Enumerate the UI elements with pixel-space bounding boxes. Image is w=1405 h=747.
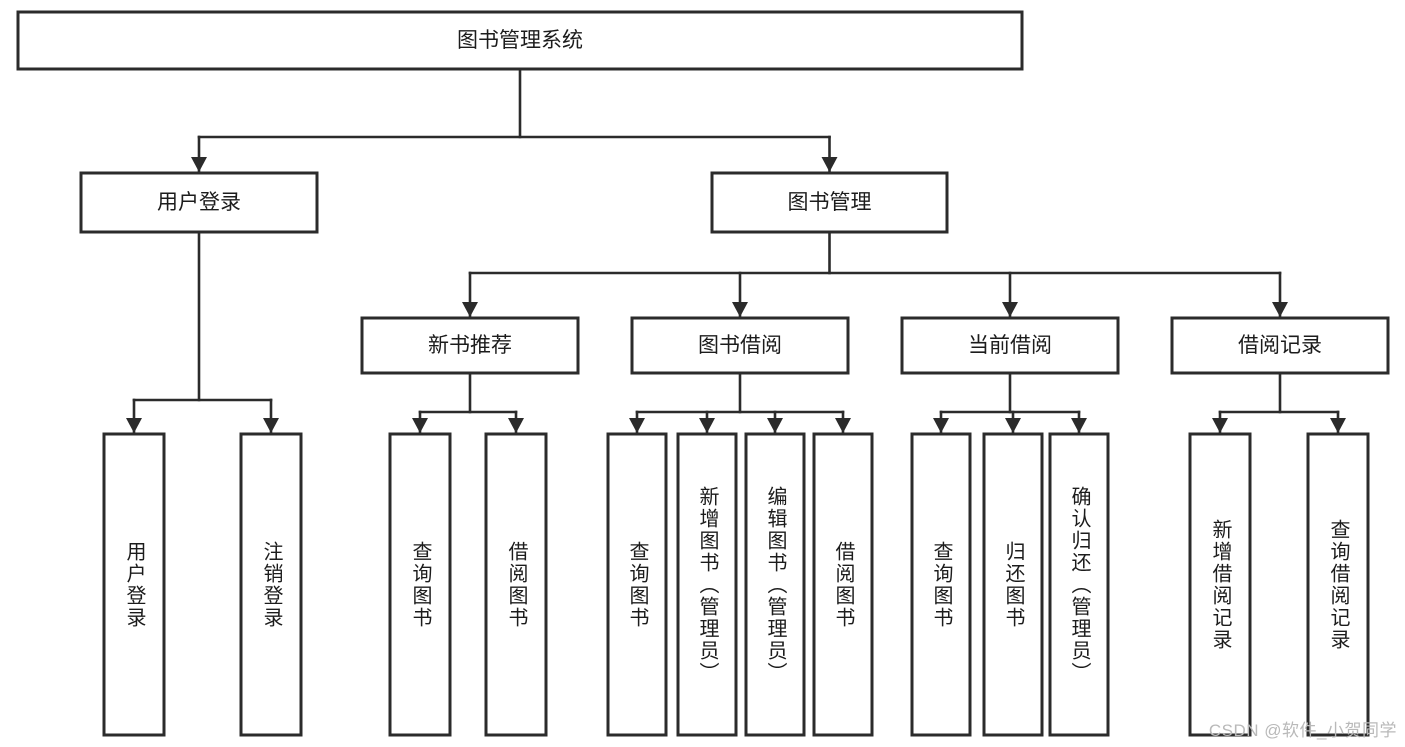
- node-box-leaf-add-record: [1188, 432, 1252, 737]
- node-label-current-borrow: 当前借阅: [968, 334, 1052, 357]
- node-leaf-borrow-book-1[interactable]: 借阅图书: [484, 432, 548, 737]
- node-box-leaf-add-book: [676, 432, 738, 737]
- node-label-book-borrow: 图书借阅: [698, 334, 782, 357]
- node-label-borrow-record: 借阅记录: [1238, 334, 1322, 357]
- arrow-head-icon: [767, 418, 783, 433]
- node-label-book-manage: 图书管理: [788, 191, 872, 214]
- node-box-book-manage: [710, 171, 949, 234]
- node-box-leaf-borrow-book-2: [812, 432, 874, 737]
- node-label-leaf-borrow-book-1: 借阅图书: [505, 540, 527, 629]
- node-boxes-group: 图书管理系统用户登录图书管理新书推荐图书借阅当前借阅借阅记录用户登录注销登录查询…: [16, 10, 1390, 737]
- arrow-head-icon: [263, 418, 279, 433]
- node-box-leaf-query-book-2: [606, 432, 668, 737]
- node-box-current-borrow: [900, 316, 1120, 375]
- node-label-leaf-query-record: 查询借阅记录: [1327, 518, 1349, 651]
- node-label-wrap-leaf-edit-book: 编辑图书（管理员）: [764, 485, 786, 684]
- node-label-wrap-leaf-query-book-2: 查询图书: [626, 540, 648, 629]
- node-leaf-return-book[interactable]: 归还图书: [982, 432, 1044, 737]
- node-label-leaf-confirm-return: 确认归还（管理员）: [1068, 485, 1090, 684]
- arrow-head-icon: [821, 157, 838, 172]
- node-leaf-add-book[interactable]: 新增图书（管理员）: [676, 432, 738, 737]
- node-current-borrow[interactable]: 当前借阅: [900, 316, 1120, 375]
- node-label-leaf-query-book-1: 查询图书: [409, 540, 431, 629]
- node-box-leaf-query-record: [1306, 432, 1370, 737]
- node-box-leaf-query-book-1: [388, 432, 452, 737]
- node-label-leaf-query-book-3: 查询图书: [930, 540, 952, 629]
- arrow-head-icon: [508, 418, 524, 433]
- node-leaf-query-book-2[interactable]: 查询图书: [606, 432, 668, 737]
- node-label-leaf-user-login: 用户登录: [123, 540, 145, 629]
- node-leaf-query-book-3[interactable]: 查询图书: [910, 432, 972, 737]
- node-box-leaf-borrow-book-1: [484, 432, 548, 737]
- node-box-leaf-edit-book: [744, 432, 806, 737]
- node-label-leaf-add-record: 新增借阅记录: [1209, 518, 1231, 651]
- node-label-leaf-return-book: 归还图书: [1002, 540, 1024, 629]
- node-label-wrap-leaf-add-book: 新增图书（管理员）: [696, 485, 718, 684]
- connector-lines-group: [126, 67, 1346, 434]
- node-leaf-query-book-1[interactable]: 查询图书: [388, 432, 452, 737]
- node-box-leaf-return-book: [982, 432, 1044, 737]
- node-leaf-user-login[interactable]: 用户登录: [102, 432, 166, 737]
- node-label-undefined: 图书管理系统: [457, 29, 583, 52]
- node-label-wrap-leaf-return-book: 归还图书: [1002, 540, 1024, 629]
- node-box-borrow-record: [1170, 316, 1390, 375]
- node-label-wrap-leaf-add-record: 新增借阅记录: [1209, 518, 1231, 651]
- arrow-head-icon: [699, 418, 715, 433]
- arrow-head-icon: [732, 302, 748, 317]
- node-label-wrap-leaf-borrow-book-1: 借阅图书: [505, 540, 527, 629]
- arrow-head-icon: [412, 418, 428, 433]
- node-label-leaf-user-logout: 注销登录: [260, 540, 282, 629]
- arrow-head-icon: [126, 418, 142, 433]
- node-leaf-borrow-book-2[interactable]: 借阅图书: [812, 432, 874, 737]
- node-label-wrap-leaf-query-book-3: 查询图书: [930, 540, 952, 629]
- node-label-wrap-leaf-confirm-return: 确认归还（管理员）: [1068, 485, 1090, 684]
- arrow-head-icon: [1002, 302, 1018, 317]
- node-box-book-borrow: [630, 316, 850, 375]
- node-label-leaf-borrow-book-2: 借阅图书: [832, 540, 854, 629]
- arrow-head-icon: [1071, 418, 1087, 433]
- node-label-new-book-rec: 新书推荐: [428, 334, 512, 357]
- node-borrow-record[interactable]: 借阅记录: [1170, 316, 1390, 375]
- node-box-leaf-query-book-3: [910, 432, 972, 737]
- node-box-undefined: [16, 10, 1024, 71]
- node-leaf-user-logout[interactable]: 注销登录: [239, 432, 303, 737]
- node-box-leaf-user-logout: [239, 432, 303, 737]
- node-label-user-login: 用户登录: [157, 191, 241, 214]
- arrow-head-icon: [191, 157, 207, 172]
- node-new-book-rec[interactable]: 新书推荐: [360, 316, 580, 375]
- node-book-manage[interactable]: 图书管理: [710, 171, 949, 234]
- node-leaf-confirm-return[interactable]: 确认归还（管理员）: [1048, 432, 1110, 737]
- arrow-head-icon: [933, 418, 949, 433]
- arrow-head-icon: [629, 418, 645, 433]
- node-label-wrap-leaf-borrow-book-2: 借阅图书: [832, 540, 854, 629]
- node-label-leaf-edit-book: 编辑图书（管理员）: [764, 485, 786, 684]
- node-label-wrap-leaf-user-logout: 注销登录: [260, 540, 282, 629]
- node-label-leaf-add-book: 新增图书（管理员）: [696, 485, 718, 684]
- node-label-leaf-query-book-2: 查询图书: [626, 540, 648, 629]
- arrow-head-icon: [835, 418, 851, 433]
- node-leaf-edit-book[interactable]: 编辑图书（管理员）: [744, 432, 806, 737]
- arrow-head-icon: [462, 302, 478, 317]
- node-undefined[interactable]: 图书管理系统: [16, 10, 1024, 71]
- node-box-user-login: [79, 171, 319, 234]
- node-box-new-book-rec: [360, 316, 580, 375]
- arrow-head-icon: [1005, 418, 1021, 433]
- node-leaf-add-record[interactable]: 新增借阅记录: [1188, 432, 1252, 737]
- node-book-borrow[interactable]: 图书借阅: [630, 316, 850, 375]
- node-label-wrap-leaf-query-book-1: 查询图书: [409, 540, 431, 629]
- node-label-wrap-leaf-user-login: 用户登录: [123, 540, 145, 629]
- node-label-wrap-leaf-query-record: 查询借阅记录: [1327, 518, 1349, 651]
- node-box-leaf-user-login: [102, 432, 166, 737]
- node-leaf-query-record[interactable]: 查询借阅记录: [1306, 432, 1370, 737]
- node-box-leaf-confirm-return: [1048, 432, 1110, 737]
- node-user-login[interactable]: 用户登录: [79, 171, 319, 234]
- arrow-head-icon: [1212, 418, 1228, 433]
- arrow-head-icon: [1272, 302, 1288, 317]
- arrow-head-icon: [1330, 418, 1346, 433]
